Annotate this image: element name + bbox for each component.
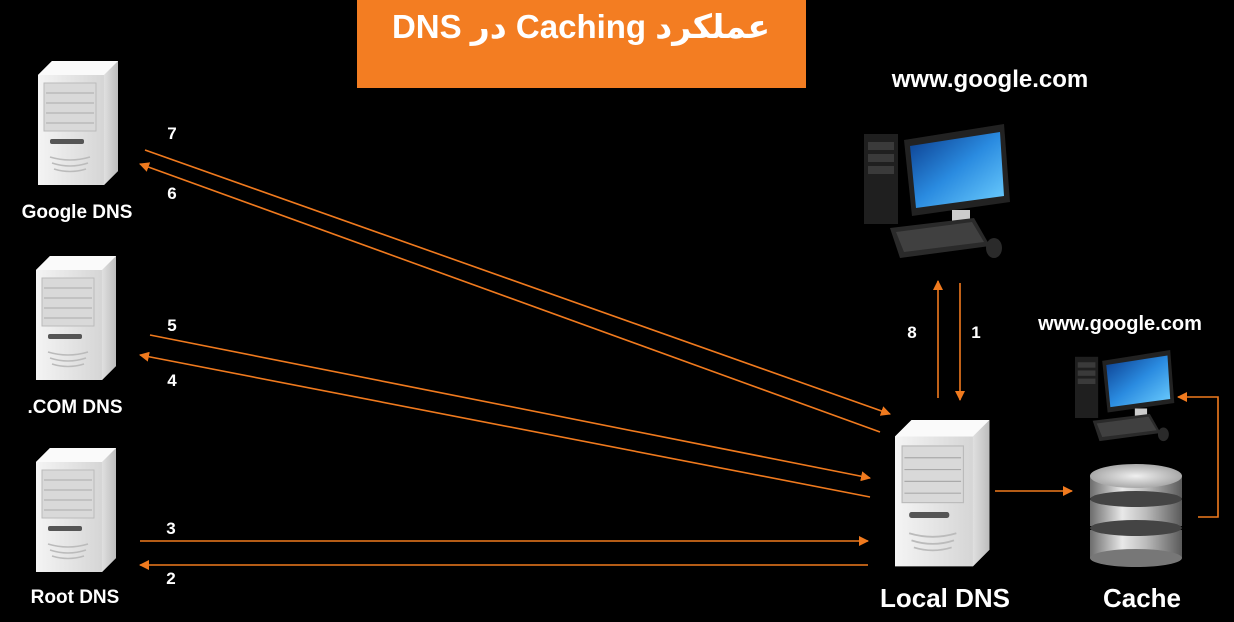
step-4-label: 4 [167, 371, 177, 390]
local-dns-server-icon [894, 419, 991, 568]
com-dns-server-icon [35, 255, 117, 381]
client-domain-label: www.google.com [891, 66, 1088, 93]
com-dns-label: .COM DNS [28, 397, 123, 418]
cached-client-domain-label: www.google.com [1037, 313, 1202, 335]
cached-client-computer-icon [1075, 350, 1175, 442]
step-2-label: 2 [166, 569, 175, 588]
step-1-label: 1 [971, 323, 980, 342]
step-7-label: 7 [167, 124, 176, 143]
arrow-step-7 [144, 149, 891, 416]
client-computer-icon [864, 124, 1010, 258]
cache-label: Cache [1103, 583, 1181, 613]
arrow-step-5 [149, 334, 871, 482]
arrow-step-6 [139, 162, 881, 433]
cache-database-icon [1090, 464, 1182, 567]
title-banner [357, 0, 806, 88]
step-6-label: 6 [167, 184, 176, 203]
step-3-label: 3 [166, 519, 175, 538]
title: عملکرد Caching در DNS [392, 8, 770, 47]
root-dns-server-icon [35, 447, 117, 573]
google-dns-label: Google DNS [22, 202, 133, 223]
arrow-step-4 [139, 351, 871, 498]
root-dns-label: Root DNS [31, 587, 120, 608]
step-8-label: 8 [907, 323, 916, 342]
step-5-label: 5 [167, 316, 176, 335]
google-dns-server-icon [37, 60, 119, 186]
arrow-cache-to-client [1177, 392, 1219, 518]
local-dns-label: Local DNS [880, 583, 1010, 613]
